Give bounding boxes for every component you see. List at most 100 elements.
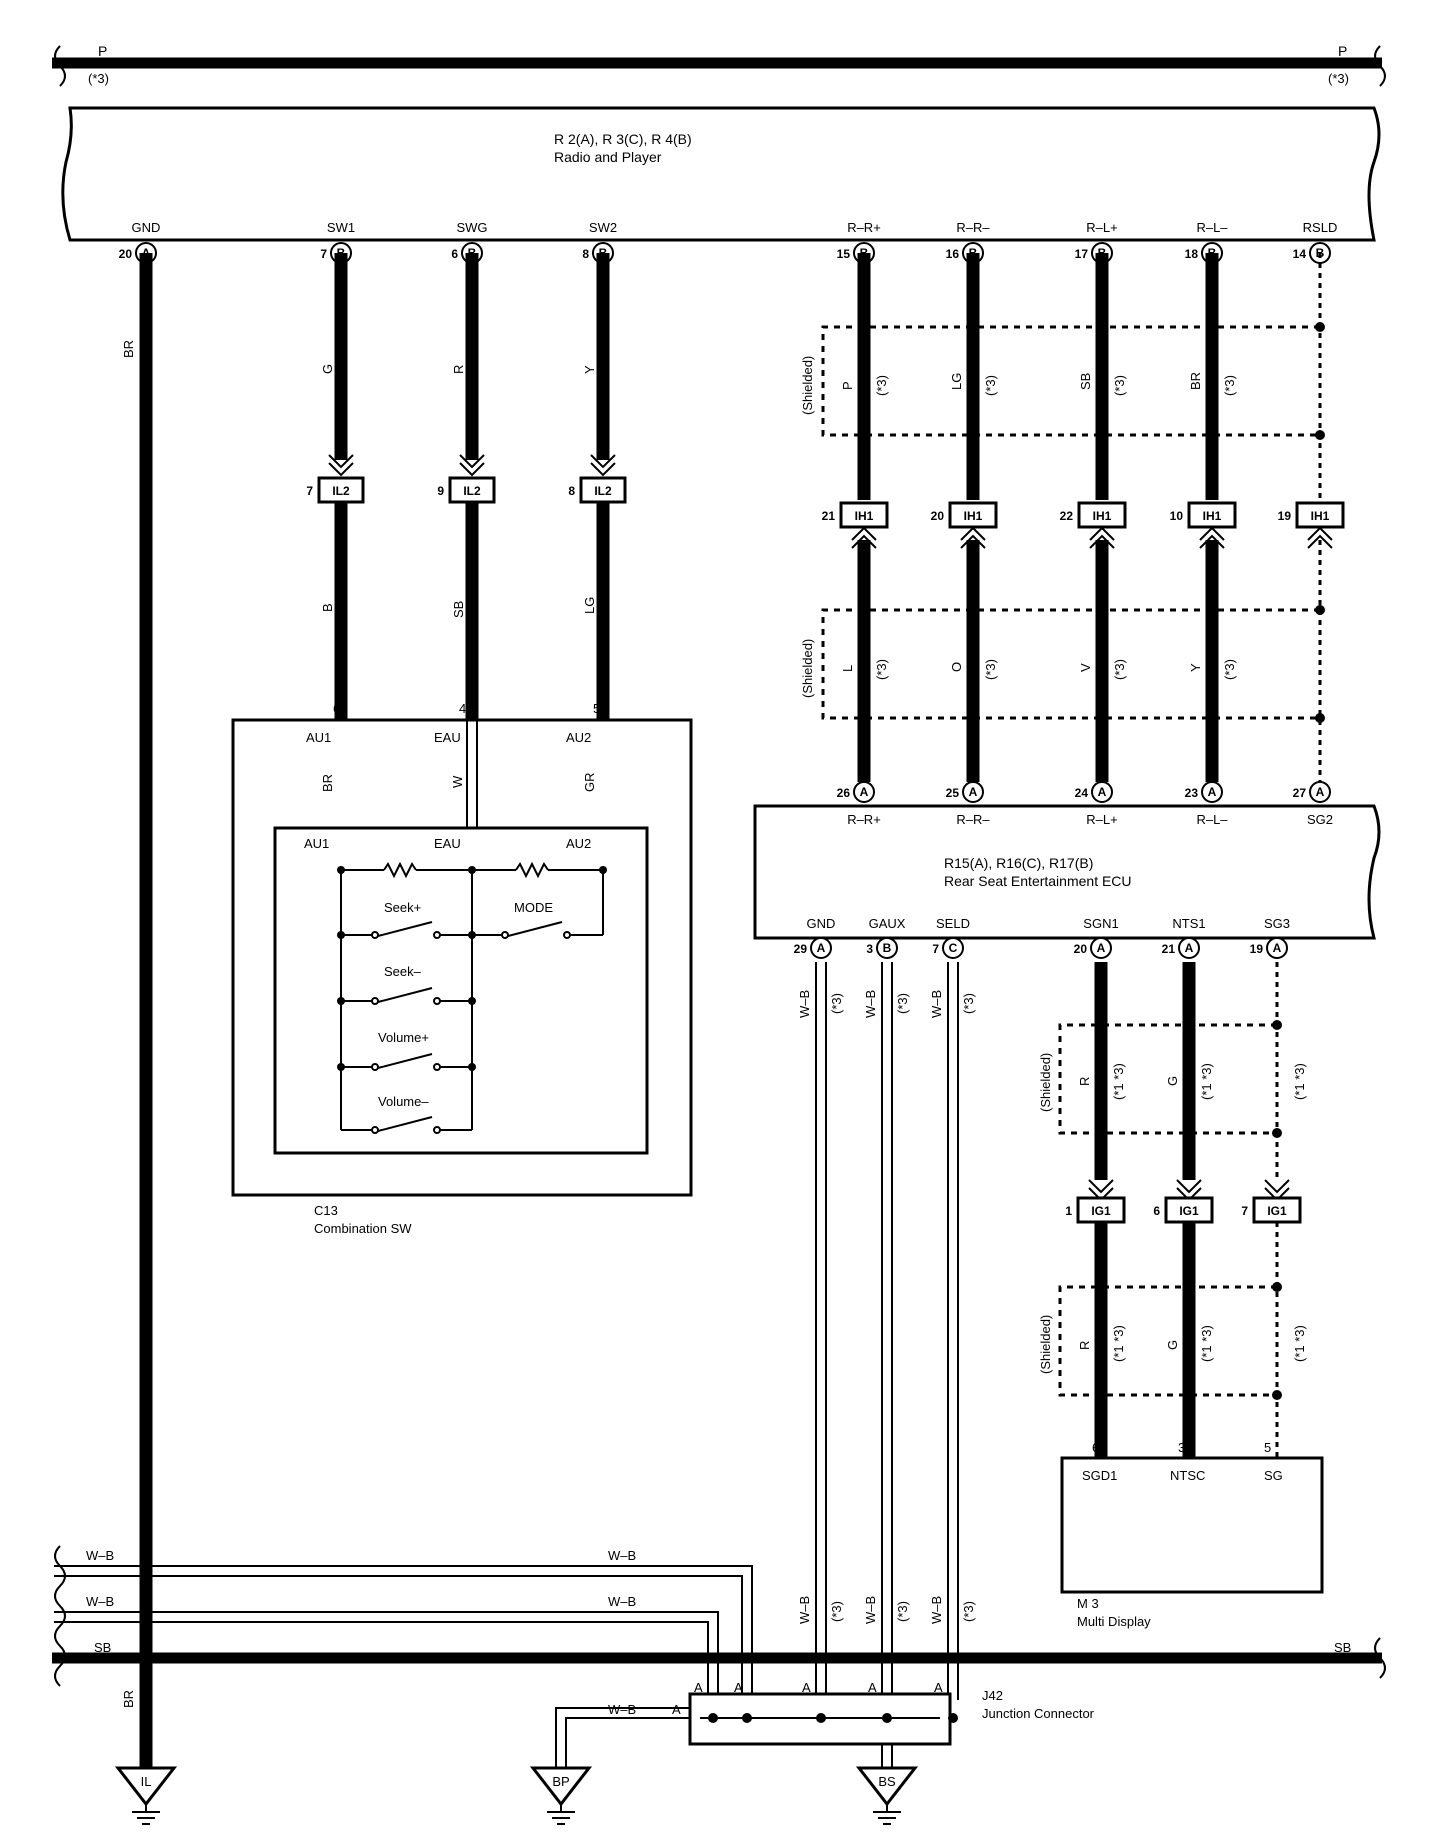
radio-terminal-4: R–R+ [847, 220, 881, 235]
speaker-upper-color-3: BR [1188, 372, 1203, 390]
switch-mode: MODE [514, 900, 553, 915]
rse-ecu-component: R15(A), R16(C), R17(B) Rear Seat Enterta… [753, 804, 1381, 940]
gnd-wire-color: BR [121, 340, 136, 358]
rse-bottom-pin-5-connector: A [1273, 941, 1282, 955]
ih1-connector-1-code: IH1 [964, 509, 983, 523]
rse-top-pin-0: A26 [837, 781, 875, 803]
il2-connector-1-pin: 9 [437, 484, 444, 498]
rse-bottom-terminal-5: SG3 [1264, 916, 1290, 931]
display-lower-note-sg: (*1 *3) [1292, 1325, 1307, 1362]
speaker-lower-note-2: (*3) [1112, 659, 1127, 680]
ecu-gnd-note-upper-0: (*3) [829, 993, 844, 1014]
rse-bottom-pin-5: A19 [1250, 937, 1288, 959]
rse-top-terminal-0: R–R+ [847, 812, 881, 827]
jc-pin-a2: A [734, 1680, 743, 1695]
ih1-connector-1: IH1 20 [931, 501, 998, 529]
ecu-gnd-color-lower-2: W–B [929, 1596, 944, 1624]
rse-bottom-pin-2-connector: C [949, 941, 958, 955]
ground-label-1: BP [552, 1774, 569, 1789]
rse-bottom-pin-3-number: 20 [1074, 942, 1088, 956]
combo-pin-au2: 5 [593, 701, 600, 716]
display-upper-color-0: R [1077, 1077, 1092, 1086]
ig1-connector-2-pin: 7 [1241, 1204, 1248, 1218]
sb-right: SB [1334, 1640, 1351, 1655]
speaker-lower-color-0: L [840, 665, 855, 672]
rse-bottom-terminal-3: SGN1 [1083, 916, 1118, 931]
rse-bottom-terminal-2: SELD [936, 916, 970, 931]
display-lower-color-0: R [1077, 1341, 1092, 1350]
radio-pin-2-number: 6 [451, 247, 458, 261]
switch-seek-plus: Seek+ [384, 900, 421, 915]
display-upper-note-1: (*1 *3) [1199, 1063, 1214, 1100]
sb-left: SB [94, 1640, 111, 1655]
rse-top-terminal-3: R–L– [1196, 812, 1228, 827]
combo-code: C13 [314, 1203, 338, 1218]
ecu-gnd-note-upper-2: (*3) [961, 993, 976, 1014]
ecu-gnd-note-lower-1: (*3) [895, 1601, 910, 1622]
radio-pin-6-number: 17 [1075, 247, 1089, 261]
ih1-connector-2-code: IH1 [1093, 509, 1112, 523]
rse-bottom-pin-1: B3 [866, 937, 898, 959]
rse-bottom-pin-0: A29 [794, 937, 832, 959]
ig1-connector-2: IG1 7 [1241, 1196, 1302, 1224]
rse-bottom-pin-2: C7 [932, 937, 964, 959]
rse-top-pin-1-connector: A [969, 785, 978, 799]
il2-connector-2-code: IL2 [594, 484, 612, 498]
jc-wb-label: W–B [608, 1702, 636, 1717]
combo-outer-au2: AU2 [566, 730, 591, 745]
speaker-upper-color-0: P [840, 381, 855, 390]
display-upper-note-0: (*1 *3) [1111, 1063, 1126, 1100]
radio-codes: R 2(A), R 3(C), R 4(B) [554, 131, 692, 147]
radio-pin-0-number: 20 [119, 247, 133, 261]
speaker-lower-color-3: Y [1188, 663, 1203, 672]
sw1-lower-color: B [320, 603, 335, 612]
ig1-connector-2-code: IG1 [1267, 1204, 1287, 1218]
speaker-upper-color-2: SB [1078, 373, 1093, 390]
ecu-gnd-note-lower-2: (*3) [961, 1601, 976, 1622]
speaker-lower-note-0: (*3) [874, 659, 889, 680]
ecu-gnd-color-upper-1: W–B [863, 990, 878, 1018]
radio-terminal-8: RSLD [1303, 220, 1338, 235]
rse-top-pin-1-number: 25 [946, 786, 960, 800]
combo-color-w: W [450, 775, 465, 788]
wb-mid-2: W–B [608, 1594, 636, 1609]
ecu-gnd-color-upper-0: W–B [797, 990, 812, 1018]
rse-top-terminal-4: SG2 [1307, 812, 1333, 827]
ecu-gnd-color-upper-2: W–B [929, 990, 944, 1018]
ground-label-2: BS [878, 1774, 896, 1789]
rse-bottom-terminal-0: GND [807, 916, 836, 931]
display-wires [1058, 962, 1290, 1458]
rse-bottom-terminal-4: NTS1 [1172, 916, 1205, 931]
bus-top-left-note: (*3) [88, 71, 109, 86]
ih1-connector-4-code: IH1 [1311, 509, 1330, 523]
combo-name: Combination SW [314, 1221, 412, 1236]
ig1-connector-0-code: IG1 [1091, 1204, 1111, 1218]
combo-inner-au1: AU1 [304, 836, 329, 851]
radio-terminal-2: SWG [456, 220, 487, 235]
rse-top-pin-2-number: 24 [1075, 786, 1089, 800]
jc-pin-a5: A [934, 1680, 943, 1695]
sw2-upper-color: Y [582, 365, 597, 374]
switch-seek-minus: Seek– [384, 964, 422, 979]
rse-top-pin-3-connector: A [1208, 785, 1217, 799]
md-pin-ntsc: 3 [1178, 1440, 1185, 1455]
display-upper-color-1: G [1165, 1076, 1180, 1086]
radio-player-component: R 2(A), R 3(C), R 4(B) Radio and Player [61, 106, 1381, 242]
ecu-gnd-color-lower-0: W–B [797, 1596, 812, 1624]
rse-top-pin-4: A27 [1293, 781, 1331, 803]
display-lower-note-1: (*1 *3) [1199, 1325, 1214, 1362]
md-term-sg: SG [1264, 1468, 1283, 1483]
rse-top-pin-0-connector: A [860, 785, 869, 799]
radio-terminal-1: SW1 [327, 220, 355, 235]
ih1-connector-1-pin: 20 [931, 509, 945, 523]
md-pin-sgd1: 6 [1092, 1440, 1099, 1455]
jc-name: Junction Connector [982, 1706, 1095, 1721]
